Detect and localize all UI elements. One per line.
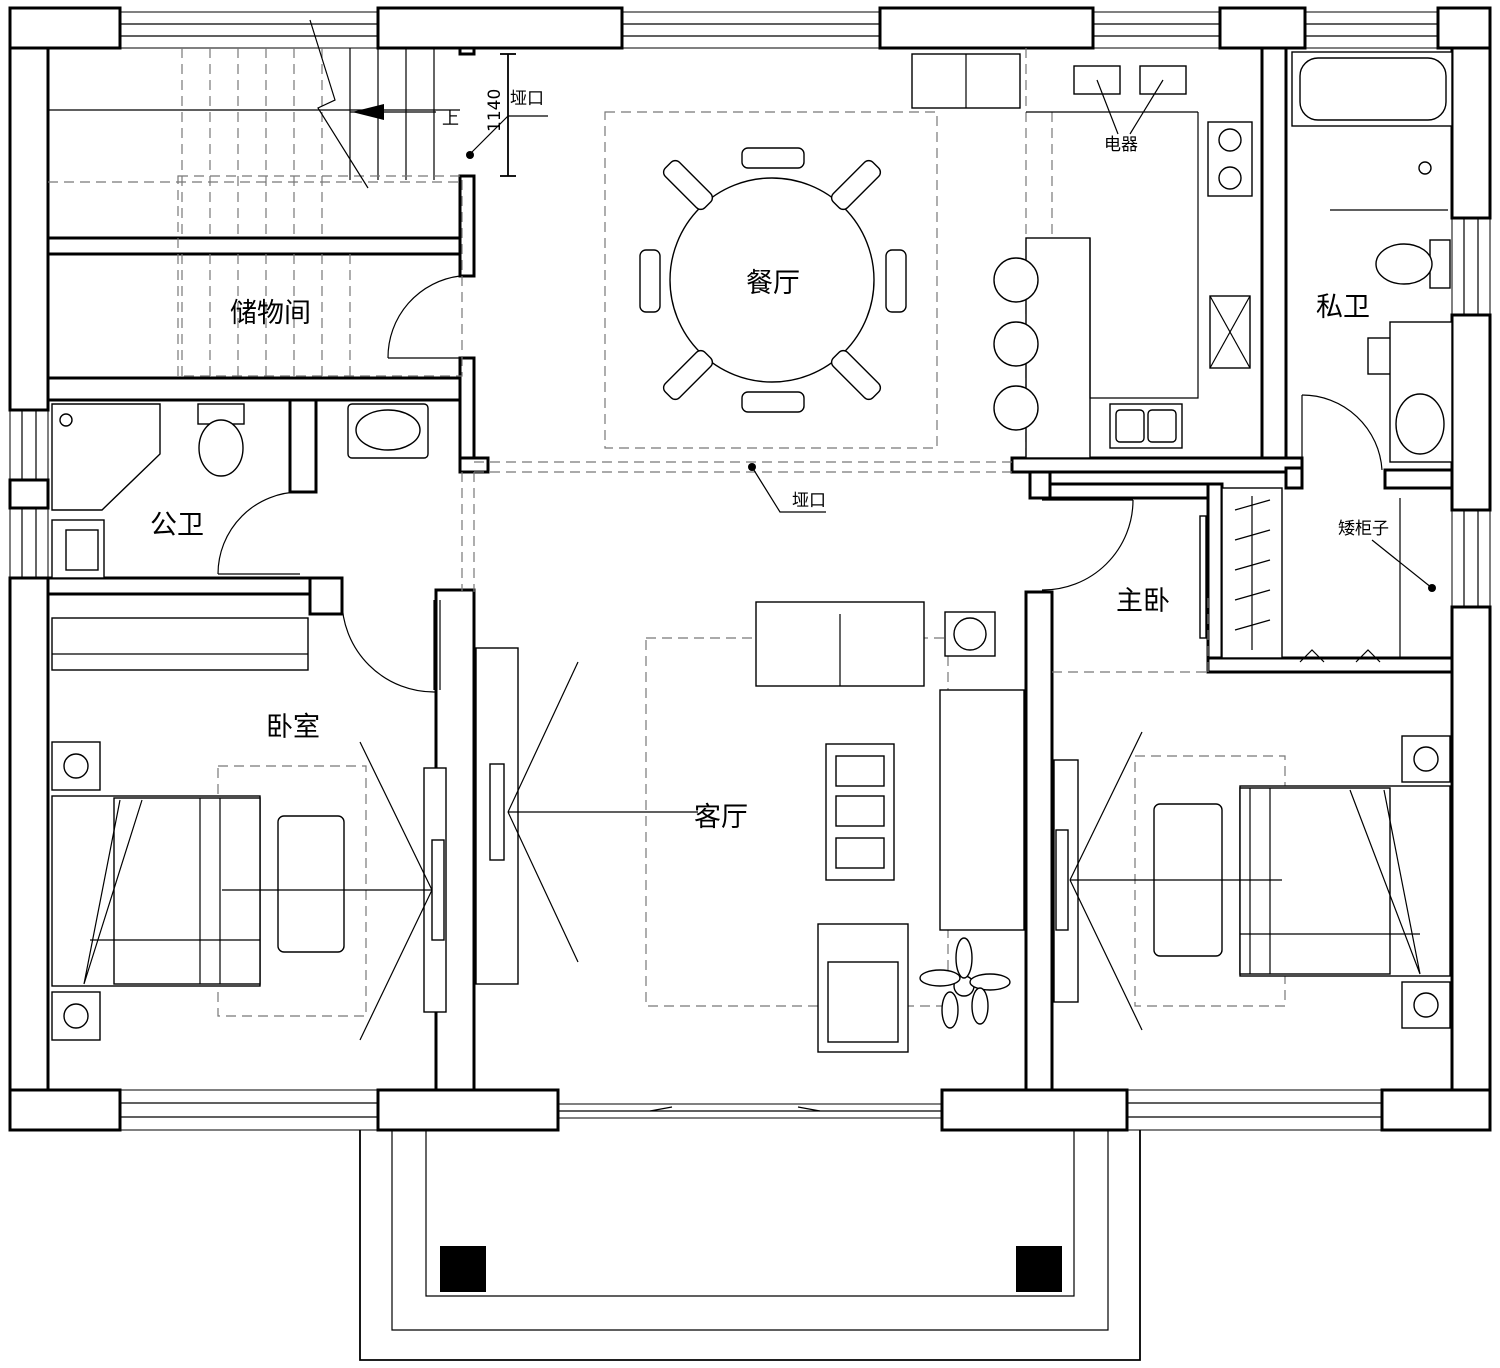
low-cabinet-label: 矮柜子 — [1338, 519, 1389, 539]
room-label-living: 客厅 — [694, 802, 748, 833]
terrace-column-left — [440, 1246, 486, 1292]
room-label-master-bedroom: 主卧 — [1116, 586, 1170, 617]
opening-label-mid: 垭口 — [792, 491, 826, 511]
room-label-public-bath: 公卫 — [150, 510, 204, 541]
public-bath-fixtures — [51, 403, 429, 579]
closet — [1199, 487, 1401, 663]
staircase — [48, 19, 463, 378]
windows — [9, 11, 1491, 1131]
dining-set — [639, 147, 907, 413]
dimension-label: 1140 — [485, 89, 505, 132]
doors — [217, 275, 1383, 693]
room-label-storage: 储物间 — [230, 298, 311, 329]
opening-label-top: 垭口 — [510, 89, 544, 109]
kitchen-fixtures — [911, 53, 1253, 459]
appliance-label: 电器 — [1104, 135, 1138, 155]
bedroom-furniture — [51, 617, 447, 1041]
stair-up-label: 上 — [442, 109, 459, 129]
terrace — [359, 1130, 1141, 1361]
living-furniture — [475, 601, 1025, 1053]
room-label-private-bath: 私卫 — [1316, 292, 1370, 323]
terrace-column-right — [1016, 1246, 1062, 1292]
room-label-dining: 餐厅 — [746, 268, 800, 299]
annotations — [466, 53, 1436, 592]
room-label-bedroom: 卧室 — [266, 712, 320, 743]
walls — [8, 6, 1492, 1132]
master-bedroom-furniture — [1053, 731, 1451, 1031]
private-bath-fixtures — [1291, 51, 1453, 463]
